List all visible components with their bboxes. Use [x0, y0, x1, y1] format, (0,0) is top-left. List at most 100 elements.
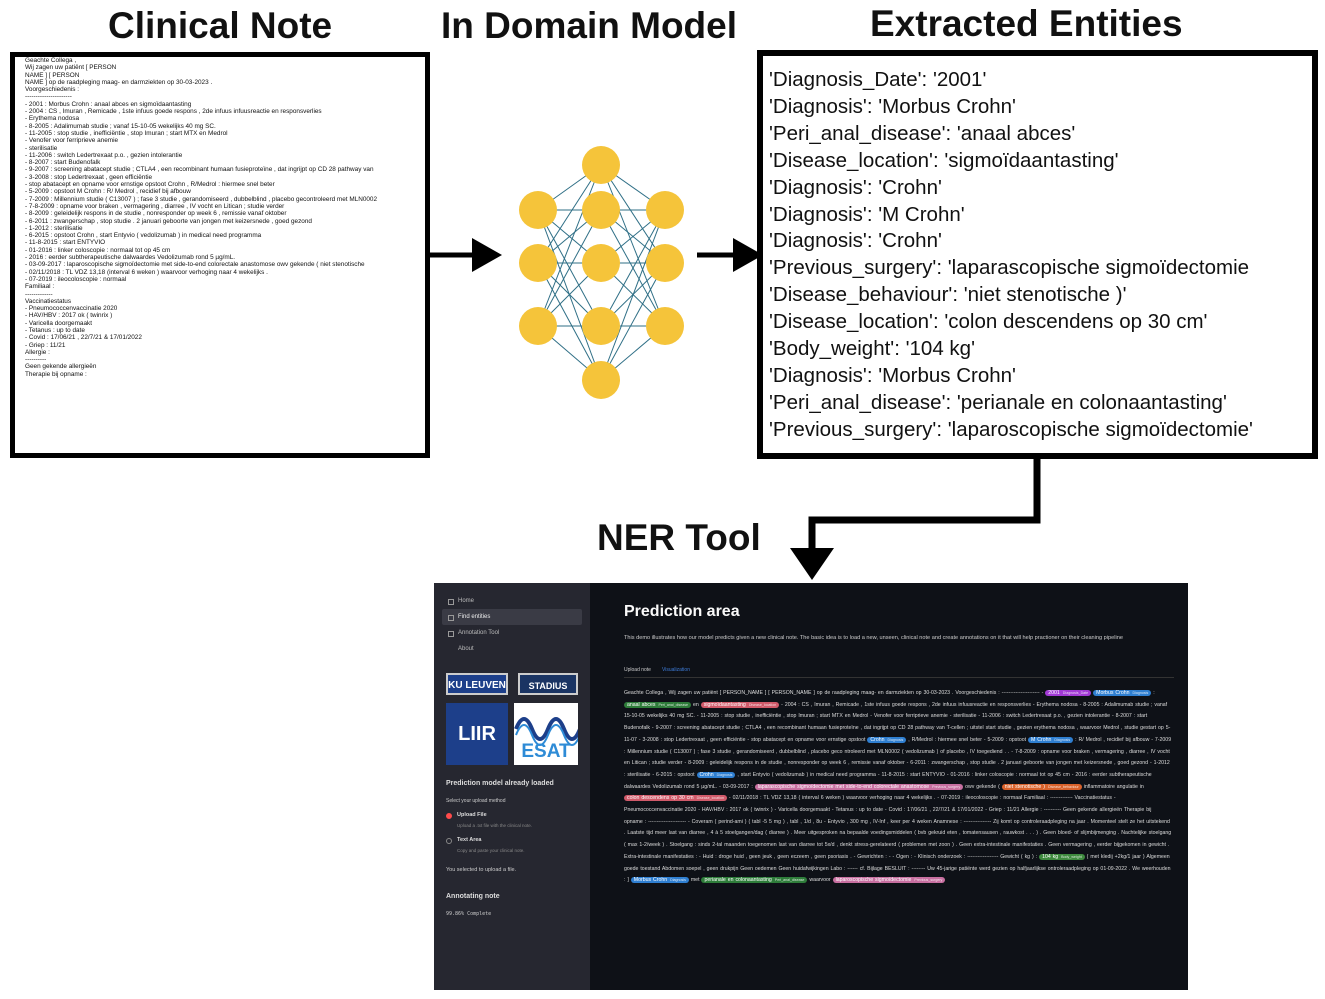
network-node [582, 307, 620, 345]
clinical-note-line: - 01-2016 : linker coloscopie : normaal … [25, 246, 171, 254]
flow-arrows [430, 238, 1041, 580]
esat-label: ESAT [521, 741, 571, 762]
selected-message: You selected to upload a file. [446, 867, 517, 873]
note-text-segment: : R/ Medrol , recidief bij afbouw - 7-20… [624, 736, 1172, 778]
nav-about[interactable]: About [434, 641, 590, 657]
clinical-note-line: - 07-2019 : ileocoloscopie : normaal [25, 275, 127, 283]
entity-highlight[interactable]: niet stenotische )Disease_behaviour [1001, 783, 1082, 790]
clinical-note-line: Geen gekende allergieën [25, 363, 97, 371]
ku-leuven-logo: KU LEUVEN [446, 673, 508, 695]
edit-icon [448, 631, 454, 637]
ner-sidebar: Home Find entities Annotation Tool About… [434, 583, 590, 990]
note-text-segment: en [691, 701, 701, 708]
clinical-note-line: - 6-2015 : opstoot Crohn , start Entyvio… [25, 232, 262, 240]
entity-highlight-label: Body_weight [1061, 854, 1082, 859]
network-node [646, 244, 684, 282]
nav-home[interactable]: Home [434, 593, 590, 609]
entity-highlight-label: Disease_location [748, 702, 777, 707]
network-edge [600, 209, 666, 327]
network-node [646, 191, 684, 229]
entity-list: 'Diagnosis_Date': '2001''Diagnosis': 'Mo… [763, 56, 1312, 444]
annotated-note: Geachte Collega , Wij zagen uw patiënt [… [624, 688, 1172, 887]
entity-line: 'Disease_location': 'colon descendens op… [769, 310, 1208, 334]
note-text-segment: - 2004 : CS , Imuran , Remicade , 1ste i… [624, 701, 1171, 743]
note-text-segment: inflammatoire angulatie in [1081, 783, 1144, 790]
clinical-note-line: - 2016 : eerder subtherapeutische dalwaa… [25, 254, 236, 262]
note-text-segment: met [688, 877, 702, 884]
note-text-segment: Geachte Collega , Wij zagen uw patiënt [… [624, 690, 1046, 696]
entity-line: 'Diagnosis': 'Crohn' [769, 175, 942, 199]
network-node [646, 307, 684, 345]
entity-highlight[interactable]: laparascopische sigmoïdectomie met side-… [754, 783, 964, 790]
entity-highlight-text: Morbus Crohn [1096, 690, 1130, 696]
entity-highlight-label: Diagnosis [1132, 691, 1149, 695]
arrow-entities-to-tool-head [790, 548, 834, 580]
upload-file-hint: Upload a .txt file with the clinical not… [457, 823, 533, 828]
upload-file-label[interactable]: Upload File [457, 812, 487, 818]
clinical-note-line: - 5-2009 : opstoot M Crohn : R/ Medrol ,… [25, 188, 191, 196]
entity-line: 'Disease_behaviour': 'niet stenotische )… [769, 283, 1127, 307]
nav-find-entities[interactable]: Find entities [442, 609, 582, 625]
network-node [519, 307, 557, 345]
clinical-note-line: - Erythema nodosa [25, 115, 79, 123]
network-edge [600, 164, 666, 327]
clinical-note-line: ---------------------- [25, 93, 72, 101]
entity-line: 'Previous_surgery': 'laparascopische sig… [769, 256, 1250, 280]
clinical-note-line: NAME ] [ PERSON [25, 71, 80, 79]
note-text-segment: , R/Medrol : hiermee snel beter - 5-2009… [906, 736, 1028, 743]
clinical-note-line: - 8-2005 : Adalimumab studie ; vanaf 15-… [25, 122, 216, 130]
entity-highlight-text: 2001 [1048, 690, 1060, 696]
clinical-note-line: - 9-2007 : screening abatacept studie ; … [25, 166, 374, 174]
tab-divider [624, 677, 1174, 678]
nav-home-label: Home [458, 598, 475, 604]
entity-highlight-text: niet stenotische ) [1004, 783, 1045, 790]
entity-line: 'Diagnosis': 'Morbus Crohn' [769, 94, 1016, 118]
entity-line: 'Disease_location': 'sigmoïdaantasting' [769, 148, 1119, 172]
nav-annotation-tool[interactable]: Annotation Tool [434, 625, 590, 641]
clinical-note-box: Geachte Collega ,Wij zagen uw patiënt [ … [10, 52, 430, 458]
nav-about-label: About [458, 646, 474, 652]
tab-upload-note[interactable]: Upload note [624, 667, 651, 673]
entities-title: Extracted Entities [870, 3, 1183, 44]
arrow-model-to-entities-head [733, 238, 763, 272]
entity-highlight-text: perianale en colonaantasting [704, 877, 772, 884]
network-edge [537, 262, 602, 381]
liir-logo: LIIR [446, 703, 508, 765]
note-text-segment: ( met kledij +2kg/1 jaar ) Algemeen goed… [624, 853, 1171, 884]
nav-annotation-tool-label: Annotation Tool [458, 630, 500, 636]
tab-visualization[interactable]: Visualization [662, 667, 690, 673]
model-title: In Domain Model [441, 5, 737, 46]
entity-highlight-label: Previous_surgery [914, 878, 943, 883]
entity-highlight-label: Peri_anal_disease [658, 702, 689, 707]
clinical-note-line: - 03-09-2017 : laparoscopische sigmoïdec… [25, 261, 365, 269]
entity-highlight-text: laparoscopische sigmoïdectomie [835, 877, 912, 884]
network-node [582, 361, 620, 399]
text-area-label[interactable]: Text Area [457, 837, 482, 843]
entity-line: 'Peri_anal_disease': 'perianale en colon… [769, 390, 1227, 414]
entity-highlight-label: Diagnosis [887, 737, 904, 742]
entity-highlight-label: Diagnosis [670, 878, 686, 883]
prediction-area-title: Prediction area [624, 603, 740, 620]
text-area-radio[interactable] [446, 838, 452, 844]
clinical-note-line: Vaccinatiestatus [25, 297, 72, 305]
clinical-note-title: Clinical Note [108, 5, 333, 46]
network-edge [537, 164, 602, 264]
entity-highlight-label: Previous_surgery [932, 784, 961, 789]
note-text-segment: , start Entyvio ( vedolizumab ) in medic… [624, 771, 1152, 790]
upload-method-label: Select your upload method [446, 798, 506, 804]
entity-highlight-text: laparascopische sigmoïdectomie met side-… [757, 783, 930, 790]
upload-file-radio[interactable] [446, 813, 452, 819]
entity-line: 'Diagnosis': 'M Crohn' [769, 202, 965, 226]
